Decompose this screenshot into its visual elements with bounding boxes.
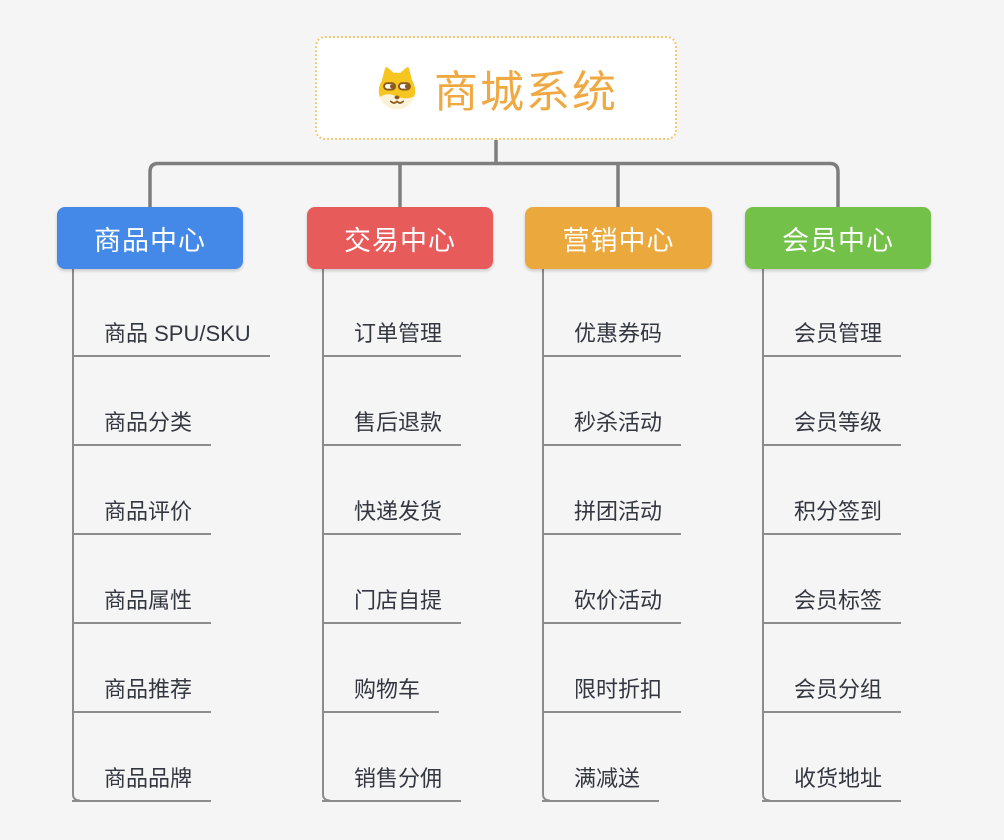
leaf-node[interactable]: 销售分佣 <box>322 764 462 802</box>
leaf-node[interactable]: 限时折扣 <box>542 675 682 713</box>
root-node[interactable]: 商城系统 <box>315 36 677 140</box>
leaf-node[interactable]: 优惠券码 <box>542 319 682 357</box>
leaf-node[interactable]: 商品 SPU/SKU <box>72 319 270 357</box>
leaf-node[interactable]: 商品属性 <box>72 586 212 624</box>
branch-member-center[interactable]: 会员中心 <box>745 207 931 269</box>
leaf-node[interactable]: 会员分组 <box>762 675 902 713</box>
leaf-node[interactable]: 收货地址 <box>762 764 902 802</box>
leaf-node[interactable]: 门店自提 <box>322 586 462 624</box>
leaf-node[interactable]: 购物车 <box>322 675 440 713</box>
branch-label: 商品中心 <box>94 225 206 256</box>
leaf-node[interactable]: 积分签到 <box>762 497 902 535</box>
shiba-dog-icon <box>374 65 420 111</box>
leaf-node[interactable]: 砍价活动 <box>542 586 682 624</box>
branch-trade-center[interactable]: 交易中心 <box>307 207 493 269</box>
leaf-node[interactable]: 商品品牌 <box>72 764 212 802</box>
branch-marketing-center[interactable]: 营销中心 <box>525 207 712 269</box>
leaf-node[interactable]: 商品分类 <box>72 408 212 446</box>
branch-label: 交易中心 <box>344 225 456 256</box>
leaf-node[interactable]: 售后退款 <box>322 408 462 446</box>
leaf-node[interactable]: 拼团活动 <box>542 497 682 535</box>
leaf-node[interactable]: 商品推荐 <box>72 675 212 713</box>
leaf-node[interactable]: 会员管理 <box>762 319 902 357</box>
leaf-node[interactable]: 满减送 <box>542 764 660 802</box>
leaf-node[interactable]: 订单管理 <box>322 319 462 357</box>
root-title: 商城系统 <box>434 68 618 117</box>
leaf-node[interactable]: 会员等级 <box>762 408 902 446</box>
branch-label: 会员中心 <box>782 225 894 256</box>
leaf-node[interactable]: 会员标签 <box>762 586 902 624</box>
leaf-node[interactable]: 快递发货 <box>322 497 462 535</box>
branch-bus-line <box>148 161 840 208</box>
leaf-node[interactable]: 商品评价 <box>72 497 212 535</box>
branch-label: 营销中心 <box>562 225 675 256</box>
branch-product-center[interactable]: 商品中心 <box>57 207 243 269</box>
leaf-node[interactable]: 秒杀活动 <box>542 408 682 446</box>
